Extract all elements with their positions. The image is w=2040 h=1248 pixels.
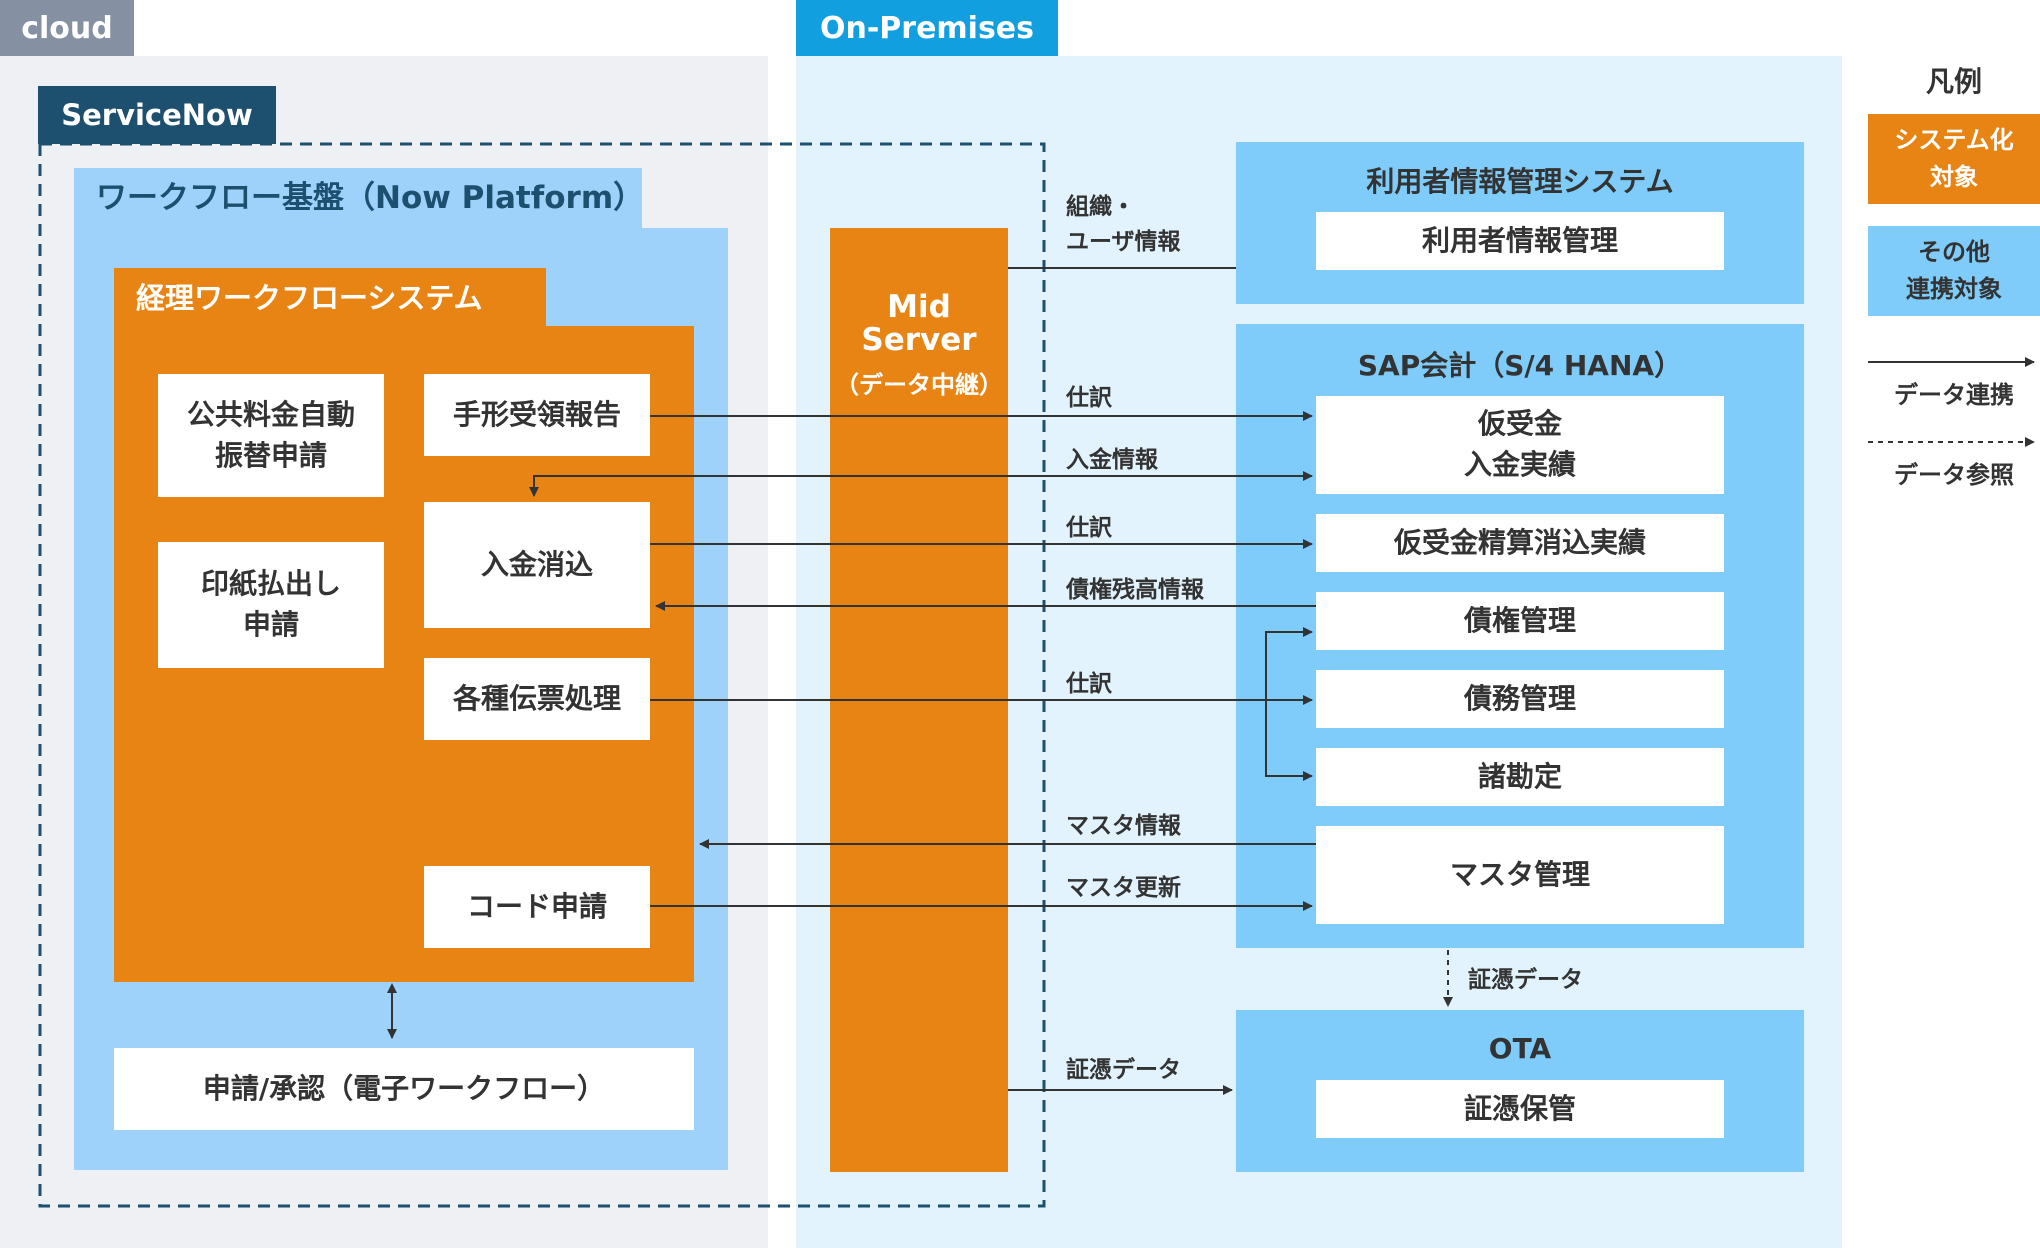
approval-workflow: 申請/承認（電子ワークフロー）: [114, 1048, 694, 1130]
flow-label-deposit-info: 入金情報: [1066, 447, 1158, 473]
flow-label-journal-3: 仕訳: [1066, 671, 1112, 697]
legend-other-system: その他 連携対象: [1868, 226, 2040, 316]
payment-reconciliation: 入金消込: [424, 502, 650, 628]
flow-deposit-info: [529, 475, 1312, 497]
accounting-workflow-tab: 経理ワークフローシステム: [114, 268, 546, 328]
cloud-label: cloud: [0, 0, 134, 56]
legend-data-ref-label: データ参照: [1894, 460, 2014, 489]
mid-server-title: Mid Server: [861, 289, 977, 358]
flow-label-evidence-ota: 証憑データ: [1468, 967, 1583, 993]
ota-title: OTA: [1488, 1031, 1552, 1065]
legend-target-system: システム化 対象: [1868, 114, 2040, 204]
user-management-title: 利用者情報管理システム: [1366, 165, 1674, 198]
on-premises-label: On-Premises: [796, 0, 1058, 56]
legend-title: 凡例: [1925, 65, 1982, 98]
stamp-issue-request: 印紙払出し 申請: [158, 542, 384, 668]
receivables-management: 債権管理: [1316, 592, 1724, 650]
bill-receipt-report: 手形受領報告: [424, 374, 650, 456]
code-request: コード申請: [424, 866, 650, 948]
mid-server-subtitle: （データ中継）: [835, 370, 1003, 399]
utility-auto-transfer-request: 公共料金自動 振替申請: [158, 374, 384, 497]
servicenow-label: ServiceNow: [38, 86, 276, 144]
other-accounts: 諸勘定: [1316, 748, 1724, 806]
payables-management: 債務管理: [1316, 670, 1724, 728]
flow-journal-3-branch: [1265, 627, 1313, 700]
flow-label-master-info: マスタ情報: [1066, 813, 1181, 839]
flow-label-evidence-mid: 証憑データ: [1066, 1057, 1181, 1083]
voucher-processing: 各種伝票処理: [424, 658, 650, 740]
servicenow-boundary: [38, 142, 1046, 1208]
evidence-storage: 証憑保管: [1316, 1080, 1724, 1138]
legend-data-link-label: データ連携: [1894, 380, 2014, 409]
flow-label-journal-1: 仕訳: [1066, 385, 1112, 411]
user-info-management: 利用者情報管理: [1316, 212, 1724, 270]
master-management: マスタ管理: [1316, 826, 1724, 924]
flow-label-org-user-info: 組織・ ユーザ情報: [1066, 194, 1181, 255]
flow-label-receivable-balance: 債権残高情報: [1066, 577, 1204, 603]
suspense-receipt-results: 仮受金 入金実績: [1316, 396, 1724, 494]
sap-title: SAP会計（S/4 HANA）: [1357, 349, 1683, 382]
suspense-settlement-results: 仮受金精算消込実績: [1316, 514, 1724, 572]
flow-label-journal-2: 仕訳: [1066, 515, 1112, 541]
now-platform-label: ワークフロー基盤（Now Platform）: [74, 168, 644, 228]
flow-label-master-update: マスタ更新: [1066, 875, 1181, 901]
flow-journal-3-branch-2: [1265, 700, 1313, 781]
